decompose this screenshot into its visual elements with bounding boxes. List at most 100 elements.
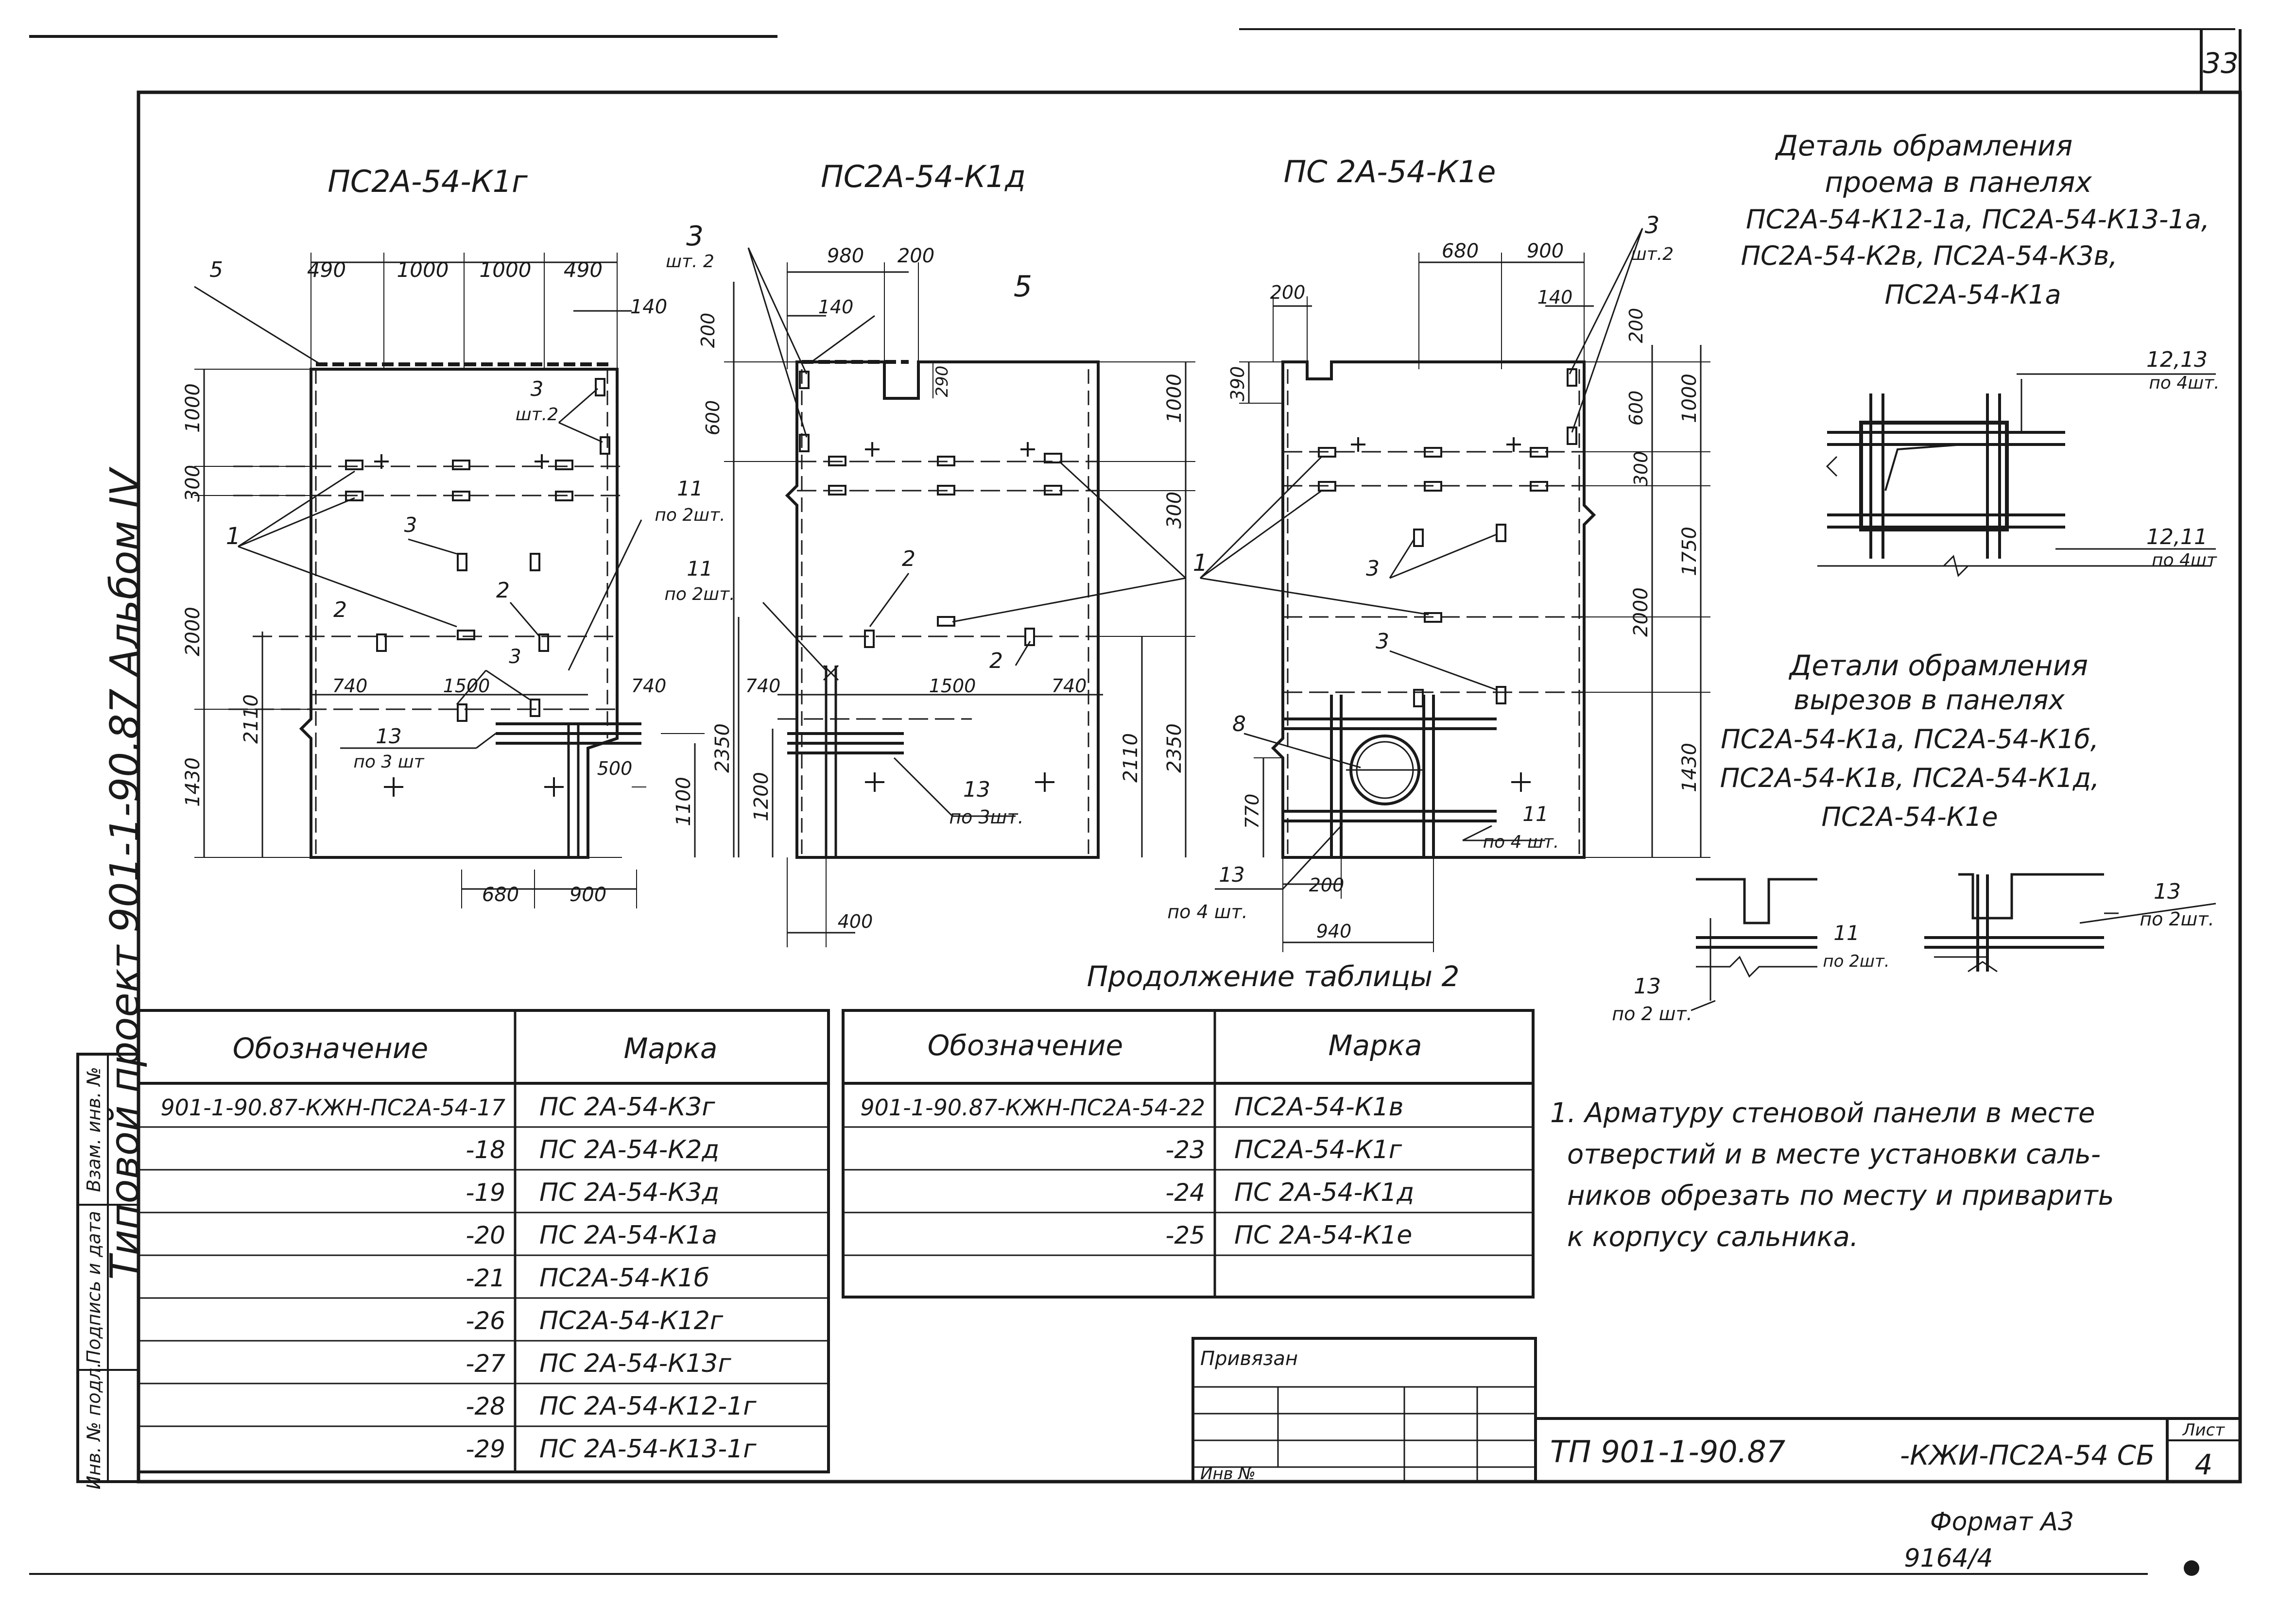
dim-label: 1000 xyxy=(182,383,204,433)
table-row: -21 xyxy=(466,1264,505,1292)
left-strip xyxy=(76,1053,140,1483)
callout-label: 1 xyxy=(1193,549,1208,577)
table-row: -28 xyxy=(466,1392,505,1420)
cutout-detail-drawing xyxy=(1691,873,2216,1011)
dim-label: 600 xyxy=(1625,391,1647,426)
right-table xyxy=(842,1009,1535,1298)
dim-label: 1750 xyxy=(1678,527,1701,576)
table-row: -27 xyxy=(466,1350,505,1378)
dim-label: 2110 xyxy=(1120,733,1142,783)
callout-label: по 3 шт xyxy=(353,752,424,772)
title-block xyxy=(1536,1417,2240,1482)
dim-label: 680 xyxy=(1442,240,1479,262)
dim-label: 770 xyxy=(1242,794,1263,829)
dim-label: 1500 xyxy=(929,675,976,697)
dim-label: 980 xyxy=(827,245,864,267)
cutout-callout: по 2шт. xyxy=(1823,952,1889,971)
panel-k1e-labels: 680 900 3 шт.2 200 140 200 600 1000 390 … xyxy=(1167,212,1701,942)
panel-title-k1d: ПС2А-54-К1д xyxy=(821,159,1026,194)
dim-label: 940 xyxy=(1316,921,1352,942)
table-row: -25 xyxy=(1165,1221,1205,1249)
dim-label: 400 xyxy=(838,911,873,932)
callout-label: 13 xyxy=(963,777,990,802)
note-line-2: отверстий и в месте установки саль- xyxy=(1567,1139,2101,1170)
table-row: ПС2А-54-К1г xyxy=(1234,1135,1402,1164)
list-number: 4 xyxy=(2195,1448,2213,1481)
callout-label: по 4 шт. xyxy=(1167,901,1247,923)
callout-label: 11 xyxy=(687,557,712,581)
table-caption: Продолжение таблицы 2 xyxy=(1087,960,1460,993)
dim-label: 140 xyxy=(1537,287,1573,308)
callout-label: по 4 шт. xyxy=(1483,832,1559,852)
callout-label: 3 xyxy=(1645,212,1660,239)
dim-label: 1430 xyxy=(182,757,204,807)
dim-label: 1430 xyxy=(1678,743,1701,792)
dim-label: 1100 xyxy=(673,777,695,826)
list-label: Лист xyxy=(2182,1420,2225,1440)
callout-label: 8 xyxy=(1232,712,1246,736)
dim-label: 740 xyxy=(745,675,781,697)
callout-label: 1 xyxy=(226,523,241,550)
opening-callout: 12,11 xyxy=(2146,525,2208,549)
dim-label: 740 xyxy=(631,675,667,697)
dim-label: 680 xyxy=(482,884,519,906)
sheet-frame xyxy=(29,28,2242,1575)
dim-label: 490 xyxy=(564,258,603,282)
strip-label-inv: Инв. № подл. xyxy=(83,1362,104,1489)
panel-k1g-labels: 490 1000 1000 490 140 5 3 шт.2 1000 300 … xyxy=(182,257,725,906)
dim-label: 200 xyxy=(1270,282,1306,303)
ink-blot xyxy=(2184,1560,2199,1576)
callout-label: по 2шт. xyxy=(655,505,725,525)
table-row: -24 xyxy=(1165,1179,1205,1207)
panel-k1g-drawing xyxy=(194,253,705,908)
doc-suffix: -КЖИ-ПС2А-54 СБ xyxy=(1900,1440,2155,1471)
left-table xyxy=(137,1009,830,1473)
dim-label: 1000 xyxy=(480,258,532,282)
album-label: Типовой проект 901-1-90.87 Альбом IV xyxy=(102,467,148,1280)
panel-k1d-labels: 3 шт. 2 980 200 140 5 200 290 600 1000 3… xyxy=(664,221,1186,932)
dim-label: 600 xyxy=(702,400,724,436)
table-row: ПС2А-54-К12г xyxy=(539,1306,724,1335)
opening-detail-title-4: ПС2А-54-К2в, ПС2А-54-К3в, xyxy=(1741,240,2117,271)
note-line-4: к корпусу сальника. xyxy=(1567,1221,1859,1253)
dim-label: 2000 xyxy=(182,607,204,656)
callout-label: 3 xyxy=(1376,629,1389,654)
table-row: -26 xyxy=(466,1307,505,1335)
callout-label: 11 xyxy=(677,477,703,500)
table-row: ПС 2А-54-К3д xyxy=(539,1178,719,1207)
callout-label: шт. 2 xyxy=(666,252,714,272)
format-label: Формат А3 xyxy=(1930,1507,2074,1537)
dim-label: 200 xyxy=(697,313,719,348)
panel-k1e-drawing xyxy=(1199,228,1710,952)
callout-label: 13 xyxy=(376,724,401,748)
table-row: ПС 2А-54-К1д xyxy=(1234,1178,1414,1207)
panel-k1d-drawing xyxy=(724,247,1195,947)
cutout-detail-title-3: ПС2А-54-К1а, ПС2А-54-К1б, xyxy=(1721,724,2099,754)
dim-label: 900 xyxy=(570,884,606,906)
cutout-detail-title-2: вырезов в панелях xyxy=(1794,684,2065,716)
table-row: ПС 2А-54-К2д xyxy=(539,1135,719,1164)
table-row: ПС 2А-54-К1а xyxy=(539,1221,717,1250)
strip-label-sign: Подпись и дата xyxy=(83,1211,104,1364)
callout-label: шт.2 xyxy=(1631,244,1674,264)
callout-label: 11 xyxy=(1522,802,1548,826)
dim-label: 140 xyxy=(630,296,667,318)
dim-label: 1000 xyxy=(1678,374,1701,423)
dim-label: 900 xyxy=(1527,240,1564,262)
dim-label: 300 xyxy=(1630,451,1652,487)
left-table-header-designation: Обозначение xyxy=(233,1032,428,1065)
table-row: ПС2А-54-К1б xyxy=(539,1264,709,1293)
callout-label: по 3шт. xyxy=(949,806,1023,828)
opening-detail-drawing xyxy=(1817,373,2216,577)
opening-detail-title-2: проема в панелях xyxy=(1825,166,2092,199)
callout-label: 3 xyxy=(404,513,417,537)
dim-label: 490 xyxy=(307,258,346,282)
dim-label: 2350 xyxy=(711,723,734,773)
cutout-callout: 13 xyxy=(1634,974,1661,999)
cutout-callout: 11 xyxy=(1833,921,1859,945)
dim-label: 2350 xyxy=(1163,723,1186,773)
callout-label: 3 xyxy=(509,646,521,668)
dim-label: 2000 xyxy=(1630,587,1652,637)
callout-label: 5 xyxy=(1014,270,1032,304)
